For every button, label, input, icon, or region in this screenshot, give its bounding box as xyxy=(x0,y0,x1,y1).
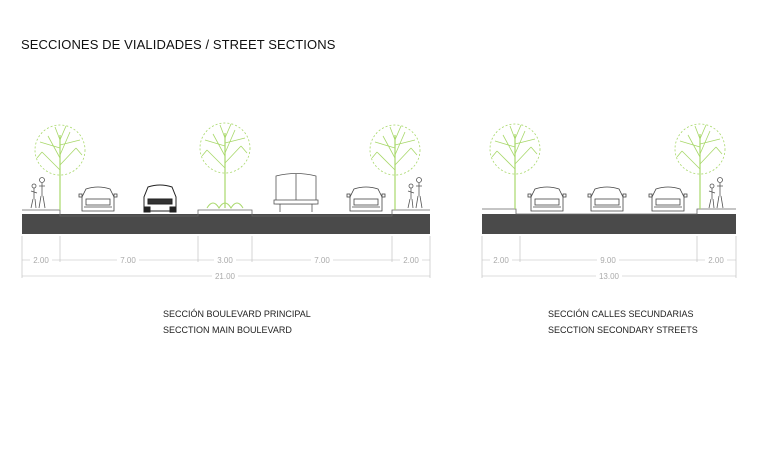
dim-total: 13.00 xyxy=(599,272,620,281)
dim-label: 2.00 xyxy=(403,256,419,265)
caption-en: SECCTION SECONDARY STREETS xyxy=(548,325,698,335)
pedestrians-icon xyxy=(30,177,46,209)
dim-label: 7.00 xyxy=(314,256,330,265)
boulevard-caption: SECCIÓN BOULEVARD PRINCIPAL SECCTION MAI… xyxy=(163,306,311,338)
car-icon xyxy=(143,184,177,213)
car-icon xyxy=(527,186,567,212)
secondary-caption: SECCIÓN CALLES SECUNDARIAS SECCTION SECO… xyxy=(548,306,698,338)
dim-label: 7.00 xyxy=(120,256,136,265)
caption-es: SECCIÓN CALLES SECUNDARIAS xyxy=(548,309,694,319)
dim-label: 2.00 xyxy=(708,256,724,265)
dim-total: 21.00 xyxy=(215,272,236,281)
secondary-section: 2.00 9.00 2.00 13.00 xyxy=(481,123,737,281)
car-icon xyxy=(346,186,386,212)
boulevard-section: 2.00 7.00 3.00 7.00 2.00 21.00 xyxy=(21,122,431,281)
caption-es: SECCIÓN BOULEVARD PRINCIPAL xyxy=(163,309,311,319)
surface-profile xyxy=(482,208,736,215)
pavement-base xyxy=(22,214,430,234)
car-icon xyxy=(78,186,118,212)
car-icon xyxy=(587,186,627,212)
dim-label: 2.00 xyxy=(493,256,509,265)
tree-icon xyxy=(34,124,86,211)
pavement-base xyxy=(482,214,736,234)
surface-profile xyxy=(22,209,430,217)
dim-label: 2.00 xyxy=(33,256,49,265)
pedestrians-icon xyxy=(407,177,423,209)
car-icon xyxy=(648,186,688,212)
van-icon xyxy=(273,173,319,213)
caption-en: SECCTION MAIN BOULEVARD xyxy=(163,325,292,335)
tree-icon xyxy=(199,122,251,209)
dim-label: 9.00 xyxy=(600,256,616,265)
pedestrians-icon xyxy=(708,177,724,209)
page-title: SECCIONES DE VIALIDADES / STREET SECTION… xyxy=(21,37,336,52)
dim-label: 3.00 xyxy=(217,256,233,265)
